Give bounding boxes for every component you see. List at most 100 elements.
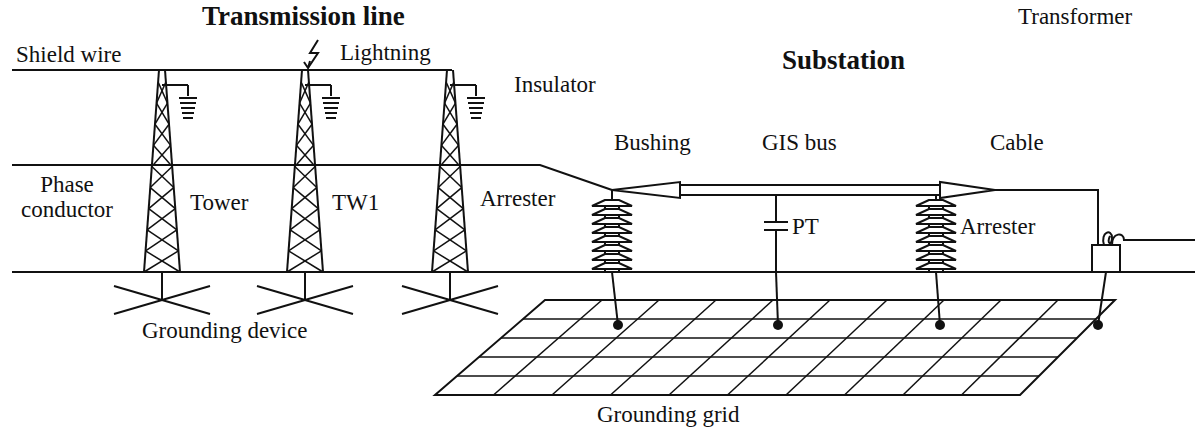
stroke bbox=[323, 102, 339, 104]
stroke bbox=[295, 166, 317, 187]
stroke bbox=[728, 300, 831, 395]
stroke bbox=[161, 272, 163, 300]
stroke bbox=[150, 188, 175, 209]
stroke bbox=[432, 251, 466, 272]
part-label: Phase conductor bbox=[6, 172, 128, 223]
arrester-shed bbox=[592, 245, 632, 251]
stroke bbox=[438, 166, 460, 187]
arrester-shed bbox=[916, 200, 956, 206]
stroke bbox=[292, 209, 320, 230]
arrester-shed bbox=[592, 263, 632, 269]
part-label: Shield wire bbox=[14, 42, 123, 67]
stroke bbox=[903, 300, 1001, 395]
stroke bbox=[330, 85, 332, 96]
stroke bbox=[149, 209, 177, 230]
stroke bbox=[287, 251, 321, 272]
stroke bbox=[402, 286, 498, 314]
stroke bbox=[523, 318, 1096, 320]
section-title: Transmission line bbox=[200, 2, 407, 32]
stroke bbox=[450, 84, 476, 86]
stroke bbox=[183, 117, 193, 119]
stroke bbox=[152, 145, 171, 166]
arrester-shed bbox=[592, 227, 632, 233]
arrester-shed bbox=[916, 209, 956, 215]
stroke bbox=[471, 117, 481, 119]
stroke bbox=[295, 145, 314, 166]
stroke bbox=[298, 103, 310, 124]
part-label: GIS bus bbox=[760, 130, 839, 155]
arrester-shed bbox=[592, 209, 632, 215]
part-label: Bushing bbox=[612, 130, 693, 155]
part-label: Arrester bbox=[958, 214, 1037, 239]
stroke bbox=[114, 286, 210, 314]
stroke bbox=[437, 209, 465, 230]
part-label: Grounding device bbox=[140, 318, 309, 343]
part-label: Tower bbox=[188, 190, 250, 215]
stroke bbox=[440, 166, 462, 187]
stroke bbox=[146, 251, 180, 272]
stroke bbox=[181, 107, 195, 109]
stroke bbox=[467, 97, 485, 99]
stroke bbox=[928, 269, 930, 272]
stroke bbox=[441, 124, 457, 145]
stroke bbox=[304, 272, 306, 300]
stroke bbox=[402, 286, 498, 314]
stroke bbox=[437, 188, 462, 209]
stroke bbox=[469, 107, 483, 109]
stroke bbox=[293, 188, 318, 209]
stroke bbox=[257, 286, 353, 314]
stroke bbox=[494, 300, 603, 395]
stroke bbox=[296, 124, 312, 145]
part-label: Grounding grid bbox=[595, 402, 741, 427]
part-label: TW1 bbox=[330, 190, 381, 215]
stroke bbox=[298, 124, 314, 145]
section-title: Substation bbox=[780, 46, 907, 76]
stroke bbox=[147, 230, 178, 251]
stroke bbox=[157, 103, 169, 124]
part-label: Lightning bbox=[338, 40, 433, 65]
stroke bbox=[440, 145, 459, 166]
stroke bbox=[144, 251, 178, 272]
stroke bbox=[443, 124, 459, 145]
stroke bbox=[187, 85, 189, 96]
stroke bbox=[150, 166, 172, 187]
stroke bbox=[290, 230, 321, 251]
arrester-shed bbox=[592, 236, 632, 242]
stroke bbox=[162, 84, 188, 86]
stroke bbox=[501, 337, 1077, 339]
stroke bbox=[182, 112, 194, 114]
stroke bbox=[962, 300, 1059, 395]
stroke bbox=[296, 145, 315, 166]
stroke bbox=[611, 300, 717, 395]
stroke bbox=[942, 269, 944, 272]
stroke bbox=[293, 166, 315, 187]
stroke bbox=[475, 85, 477, 96]
stroke bbox=[604, 269, 606, 272]
stroke bbox=[300, 103, 312, 124]
stroke bbox=[114, 286, 210, 314]
stroke bbox=[147, 209, 175, 230]
stroke bbox=[325, 112, 337, 114]
arrester-shed bbox=[916, 245, 956, 251]
stroke bbox=[289, 251, 323, 272]
stroke bbox=[153, 124, 169, 145]
stroke bbox=[257, 286, 353, 314]
stroke bbox=[152, 166, 174, 187]
stroke bbox=[434, 251, 468, 272]
stroke bbox=[441, 145, 460, 166]
stroke bbox=[552, 300, 659, 395]
stroke bbox=[155, 103, 167, 124]
stroke bbox=[786, 300, 887, 395]
stroke bbox=[322, 97, 340, 99]
arrester-shed bbox=[916, 236, 956, 242]
stroke bbox=[292, 188, 317, 209]
stroke bbox=[180, 102, 196, 104]
stroke bbox=[305, 84, 331, 86]
arrester-shed bbox=[592, 200, 632, 206]
part-label: Transformer bbox=[1016, 4, 1134, 29]
stroke bbox=[845, 300, 945, 395]
arrester-shed bbox=[916, 263, 956, 269]
part-label: Arrester bbox=[478, 186, 557, 211]
stroke bbox=[179, 97, 197, 99]
